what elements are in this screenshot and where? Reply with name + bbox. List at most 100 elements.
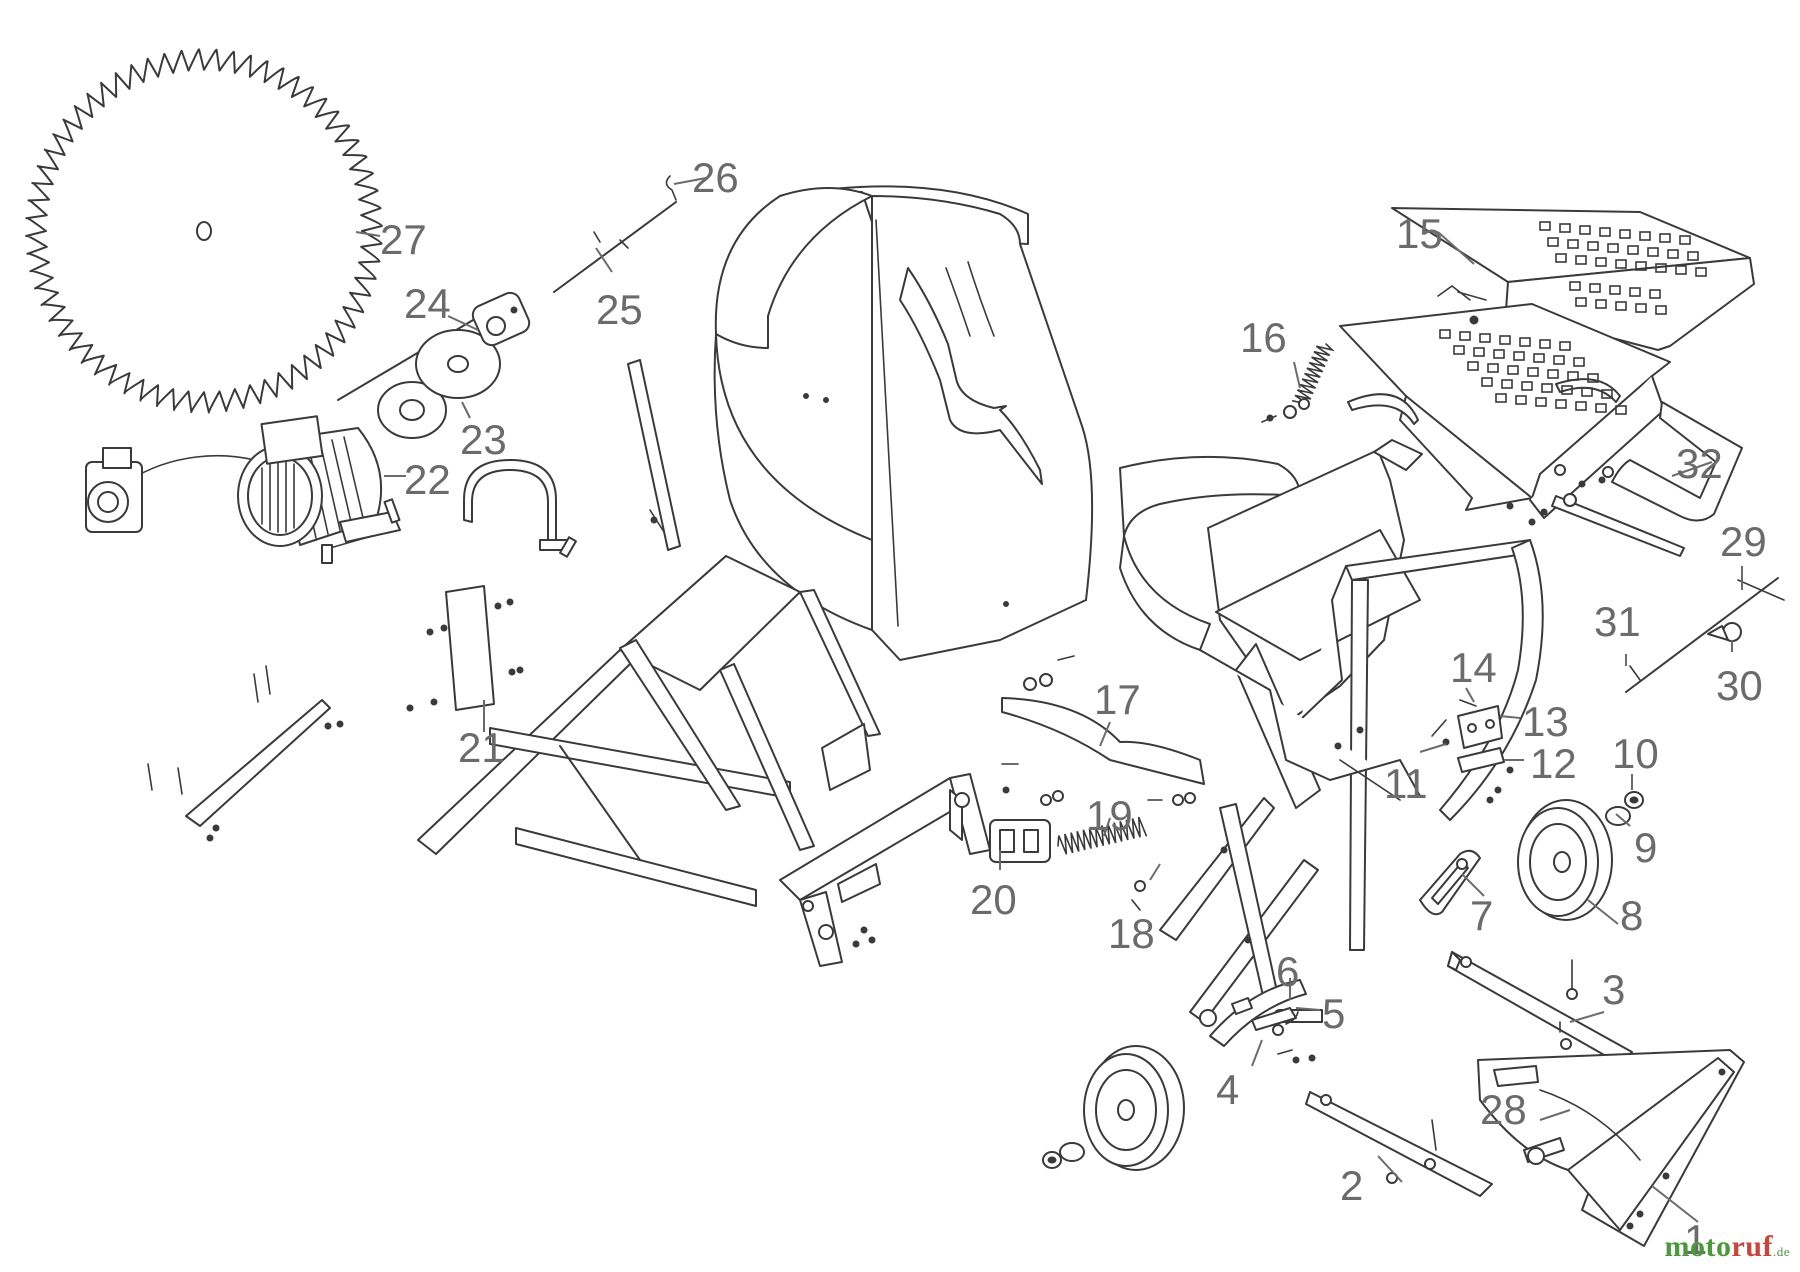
- callout-28: 28: [1480, 1086, 1527, 1133]
- tray-hole: [1589, 283, 1601, 293]
- tray-hole: [1527, 367, 1539, 377]
- tray-hole: [1547, 237, 1559, 247]
- callout-15: 15: [1396, 210, 1443, 257]
- tray-hole: [1467, 361, 1479, 371]
- pivot-parts: [1231, 997, 1316, 1064]
- callout-3: 3: [1602, 966, 1625, 1013]
- callout-6: 6: [1276, 948, 1299, 995]
- tray-hole: [1581, 387, 1593, 397]
- tray-hole: [1541, 383, 1553, 393]
- tray-hole: [1559, 223, 1571, 233]
- tray-hole: [1595, 257, 1607, 267]
- tray-hole: [1655, 305, 1667, 315]
- tray-hole: [1695, 267, 1707, 277]
- callout-8: 8: [1620, 892, 1643, 939]
- callout-9: 9: [1634, 824, 1657, 871]
- callout-12: 12: [1530, 740, 1577, 787]
- base-rails: [1305, 951, 1745, 1247]
- callout-29: 29: [1720, 518, 1767, 565]
- tray-hole: [1539, 221, 1551, 231]
- callout-32: 32: [1676, 440, 1723, 487]
- tray-hole: [1567, 239, 1579, 249]
- wheel-left: [1042, 1045, 1185, 1171]
- tray-hole: [1675, 265, 1687, 275]
- tension-spring: [989, 763, 1196, 911]
- callout-14: 14: [1450, 644, 1497, 691]
- tray-hole: [1567, 371, 1579, 381]
- tray-hole: [1559, 341, 1571, 351]
- watermark-part-b: ruf: [1731, 1230, 1773, 1263]
- tray-hole: [1649, 289, 1661, 299]
- motor-clamp: [406, 459, 577, 712]
- tray-hole: [1659, 233, 1671, 243]
- watermark-part-a: moto: [1664, 1230, 1732, 1263]
- return-spring: [1261, 343, 1335, 423]
- callout-10: 10: [1612, 730, 1659, 777]
- wheel-right: [1517, 791, 1644, 921]
- tray-hole: [1519, 337, 1531, 347]
- callout-2: 2: [1340, 1162, 1363, 1209]
- tray-hole: [1595, 403, 1607, 413]
- tray-hole: [1575, 401, 1587, 411]
- tray-hole: [1635, 303, 1647, 313]
- callout-17: 17: [1094, 676, 1141, 723]
- tray-hole: [1439, 329, 1451, 339]
- tray-hole: [1647, 247, 1659, 257]
- tray-hole: [1587, 373, 1599, 383]
- tray-hole: [1601, 389, 1613, 399]
- tray-hole: [1569, 281, 1581, 291]
- tray-hole: [1599, 227, 1611, 237]
- tray-hole: [1619, 229, 1631, 239]
- tray-hole: [1615, 405, 1627, 415]
- callout-26: 26: [692, 154, 739, 201]
- tray-hole: [1607, 243, 1619, 253]
- tray-hole: [1515, 395, 1527, 405]
- callout-11: 11: [1384, 760, 1428, 807]
- saw-blade: [25, 48, 383, 414]
- callout-30: 30: [1716, 662, 1763, 709]
- callout-27: 27: [380, 216, 427, 263]
- callout-31: 31: [1594, 598, 1641, 645]
- watermark-logo: motoruf.de: [1664, 1230, 1790, 1264]
- callout-23: 23: [460, 416, 507, 463]
- callout-20: 20: [970, 876, 1017, 923]
- tray-hole: [1539, 339, 1551, 349]
- tray-hole: [1495, 393, 1507, 403]
- watermark-tld: .de: [1772, 1244, 1790, 1259]
- tray-hole: [1553, 355, 1565, 365]
- callout-18: 18: [1108, 910, 1155, 957]
- tray-hole: [1609, 285, 1621, 295]
- tray-hole: [1513, 351, 1525, 361]
- tray-hole: [1459, 331, 1471, 341]
- callout-19: 19: [1086, 792, 1133, 839]
- tray-hole: [1473, 347, 1485, 357]
- tray-hole: [1533, 353, 1545, 363]
- table-brackets: [1431, 699, 1514, 804]
- tray-hole: [1575, 255, 1587, 265]
- tray-hole: [1655, 263, 1667, 273]
- tray-hole: [1629, 287, 1641, 297]
- tray-hole: [1587, 241, 1599, 251]
- tray-hole: [1547, 369, 1559, 379]
- blade-flanges: [337, 291, 531, 439]
- tray-hole: [1555, 399, 1567, 409]
- callout-13: 13: [1522, 698, 1569, 745]
- callout-24: 24: [404, 280, 451, 327]
- tray-hole: [1481, 377, 1493, 387]
- tray-hole: [1479, 333, 1491, 343]
- tray-hole: [1615, 259, 1627, 269]
- callout-16: 16: [1240, 314, 1287, 361]
- tray-hole: [1579, 225, 1591, 235]
- motor: [85, 415, 401, 564]
- tray-hole: [1487, 363, 1499, 373]
- tray-hole: [1501, 379, 1513, 389]
- tray-hole: [1627, 245, 1639, 255]
- tray-hole: [1667, 249, 1679, 259]
- callout-4: 4: [1216, 1066, 1239, 1113]
- tray-hole: [1639, 231, 1651, 241]
- tray-hole: [1507, 365, 1519, 375]
- tray-hole: [1575, 297, 1587, 307]
- slide-rails: [147, 665, 344, 842]
- callout-7: 7: [1470, 892, 1493, 939]
